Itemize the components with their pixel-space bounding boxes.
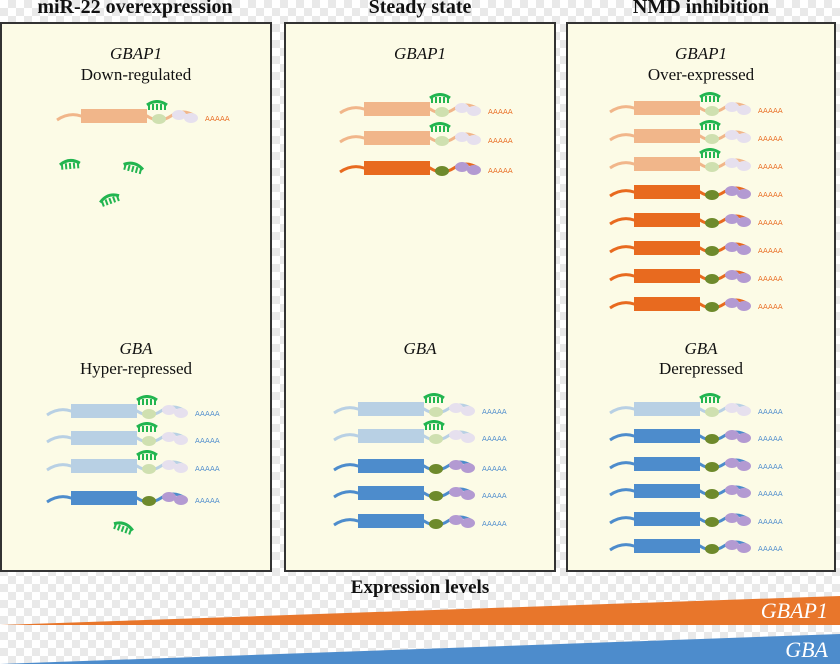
title-mir22-overexpression: miR-22 overexpression (37, 0, 233, 18)
free-gba-mrna: AAAAA (609, 512, 783, 527)
free-gba-mrna: AAAAA (609, 457, 783, 472)
polya-tail-label: AAAAA (482, 408, 507, 416)
polya-tail-label: AAAAA (195, 497, 220, 505)
mirna-icon (429, 93, 451, 103)
polya-tail-label: AAAAA (758, 463, 783, 471)
expression-wedges (0, 596, 840, 664)
free-gbap1-mrna: AAAAA (609, 185, 783, 200)
polya-tail-label: AAAAA (488, 167, 513, 175)
mirna-bound-gbap1-mrna: AAAAA (609, 120, 783, 144)
polya-tail-label: AAAAA (195, 465, 220, 473)
mirna-icon (423, 393, 445, 403)
polya-tail-label: AAAAA (195, 437, 220, 445)
polya-tail-label: AAAAA (758, 191, 783, 199)
mirna-icon (429, 122, 451, 132)
gbap1-status: Down-regulated (80, 65, 192, 84)
mirna-icon (136, 422, 158, 432)
title-steady-state: Steady state (368, 0, 472, 18)
mirna-icon (136, 395, 158, 405)
gba-status: Hyper-repressed (80, 359, 192, 378)
mirna-bound-gba-mrna: AAAAA (333, 393, 507, 417)
gba-gene-name: GBA (403, 339, 437, 358)
polya-tail-label: AAAAA (195, 410, 220, 418)
mirna-bound-gbap1-mrna: AAAAA (339, 122, 513, 146)
mirna-icon (136, 450, 158, 460)
free-gba-mrna: AAAAA (609, 429, 783, 444)
polya-tail-label: AAAAA (482, 465, 507, 473)
polya-tail-label: AAAAA (758, 408, 783, 416)
polya-tail-label: AAAAA (482, 520, 507, 528)
polya-tail-label: AAAAA (758, 107, 783, 115)
gba-gene-name: GBA (684, 339, 718, 358)
free-gbap1-mrna: AAAAA (339, 161, 513, 176)
gba-expression-wedge (0, 634, 840, 664)
free-gbap1-mrna: AAAAA (609, 241, 783, 256)
mirna-icon (146, 100, 168, 110)
polya-tail-label: AAAAA (758, 135, 783, 143)
free-gba-mrna: AAAAA (46, 491, 220, 506)
gba-wedge-label: GBA (785, 637, 828, 662)
polya-tail-label: AAAAA (758, 275, 783, 283)
polya-tail-label: AAAAA (205, 115, 230, 123)
gbap1-gene-name: GBAP1 (394, 44, 446, 63)
gba-gene-name: GBA (119, 339, 153, 358)
expression-levels-title: Expression levels (350, 577, 490, 598)
mirna-bound-gba-mrna: AAAAA (46, 450, 220, 474)
mirna-bound-gbap1-mrna: AAAAA (609, 148, 783, 172)
free-mirna-icon (113, 521, 134, 535)
polya-tail-label: AAAAA (758, 518, 783, 526)
gbap1-gene-name: GBAP1 (675, 44, 727, 63)
mirna-bound-gbap1-mrna: AAAAA (339, 93, 513, 117)
gba-status: Derepressed (658, 359, 743, 378)
gbap1-expression-wedge (0, 596, 840, 625)
polya-tail-label: AAAAA (758, 303, 783, 311)
free-gba-mrna: AAAAA (333, 459, 507, 474)
polya-tail-label: AAAAA (758, 435, 783, 443)
mirna-icon (423, 420, 445, 430)
free-gbap1-mrna: AAAAA (609, 213, 783, 228)
free-gba-mrna: AAAAA (609, 539, 783, 554)
free-gbap1-mrna: AAAAA (609, 269, 783, 284)
free-mirna-icon (99, 193, 120, 207)
title-nmd-inhibition: NMD inhibition (632, 0, 770, 18)
polya-tail-label: AAAAA (482, 492, 507, 500)
free-gba-mrna: AAAAA (609, 484, 783, 499)
gbap1-status: Over-expressed (647, 65, 755, 84)
mirna-bound-gba-mrna: AAAAA (46, 395, 220, 419)
free-mirna-icon (123, 161, 145, 175)
free-gba-mrna: AAAAA (333, 514, 507, 529)
mirna-bound-gbap1-mrna: AAAAA (609, 92, 783, 116)
panel-nmd-inhibition: GBAP1 Over-expressed GBA Derepressed (566, 22, 836, 572)
mirna-icon (699, 120, 721, 130)
polya-tail-label: AAAAA (758, 247, 783, 255)
mirna-bound-gba-mrna: AAAAA (609, 393, 783, 417)
free-gba-mrna: AAAAA (333, 486, 507, 501)
mirna-bound-gba-mrna: AAAAA (46, 422, 220, 446)
free-gbap1-mrna: AAAAA (609, 297, 783, 312)
mirna-icon (699, 92, 721, 102)
polya-tail-label: AAAAA (758, 163, 783, 171)
polya-tail-label: AAAAA (758, 545, 783, 553)
polya-tail-label: AAAAA (488, 137, 513, 145)
polya-tail-label: AAAAA (482, 435, 507, 443)
free-mirna-icon (58, 159, 81, 170)
polya-tail-label: AAAAA (758, 219, 783, 227)
mirna-icon (699, 148, 721, 158)
gbap1-wedge-label: GBAP1 (760, 598, 828, 623)
mirna-bound-gbap1-mrna: AAAAA (56, 100, 230, 124)
polya-tail-label: AAAAA (758, 490, 783, 498)
mirna-bound-gba-mrna: AAAAA (333, 420, 507, 444)
mirna-icon (699, 393, 721, 403)
gbap1-gene-name: GBAP1 (110, 44, 162, 63)
polya-tail-label: AAAAA (488, 108, 513, 116)
